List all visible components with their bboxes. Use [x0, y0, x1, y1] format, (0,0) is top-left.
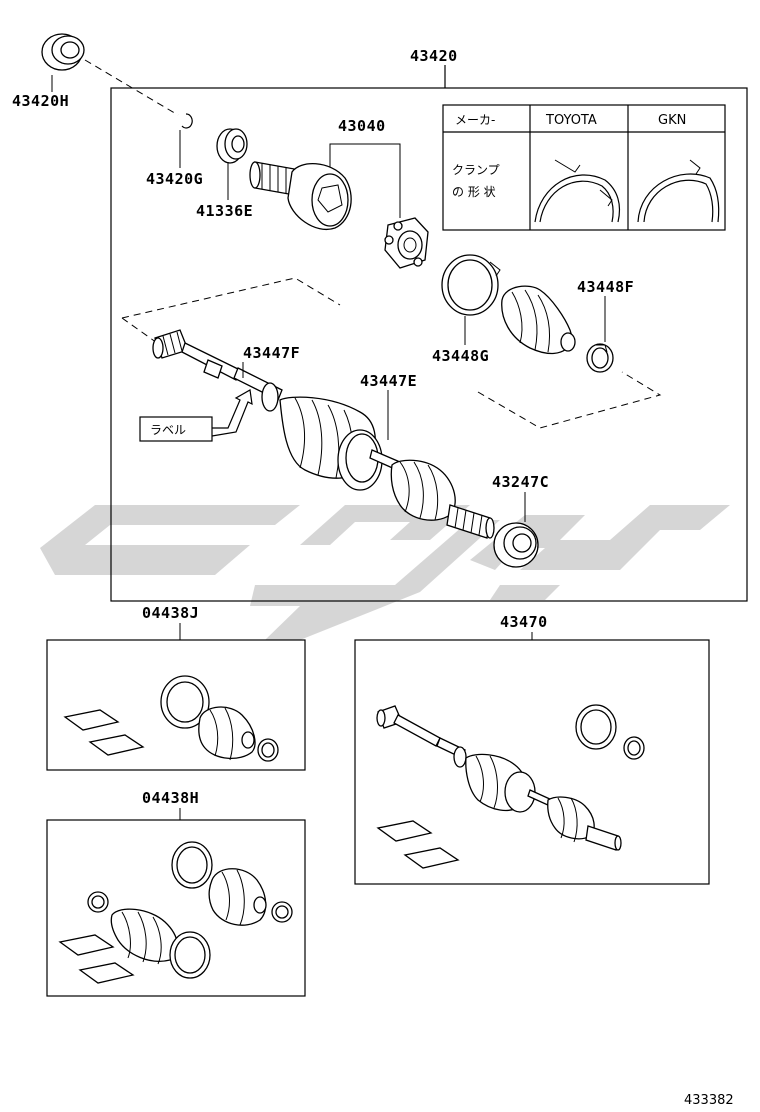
boot-inner: [501, 285, 576, 355]
label-43420G: 43420G: [146, 170, 203, 188]
kit-box-43470: [354, 639, 710, 885]
label-43040: 43040: [338, 117, 386, 135]
table-header-toyota: TOYOTA: [545, 113, 597, 128]
figure-id: 433382: [684, 1093, 734, 1108]
table-header-gkn: GKN: [658, 113, 686, 128]
main-assembly-box: [110, 87, 748, 602]
toyota-clamp-sketch: [534, 174, 621, 223]
label-43448G: 43448G: [432, 347, 489, 365]
kit-04438J-parts: [63, 675, 279, 762]
callout-label-text: ラベル: [150, 423, 186, 437]
label-43420H: 43420H: [12, 92, 69, 110]
label-04438H: 04438H: [142, 789, 199, 807]
label-43420: 43420: [410, 47, 458, 65]
gkn-clamp-sketch: [637, 173, 720, 223]
kit-box-04438H: [46, 819, 306, 997]
table-header-maker: メーカ-: [455, 113, 495, 127]
kit-box-04438J: [46, 639, 306, 771]
label-43470: 43470: [500, 613, 548, 631]
seal-43247C: [493, 522, 539, 568]
table-row-label-1: クランプ: [452, 163, 500, 177]
shaft-assembly: [152, 329, 495, 539]
watermark-logo: [40, 505, 730, 640]
clamp-table: メーカ- TOYOTA GKN クランプ の 形 状: [442, 104, 726, 231]
outer-joint-43040: [249, 161, 352, 231]
seal-43420H: [41, 33, 85, 71]
label-43247C: 43247C: [492, 473, 549, 491]
clamp-43448F: [586, 343, 614, 373]
label-43447E: 43447E: [360, 372, 417, 390]
inner-race: [384, 217, 429, 269]
clamp-43448G: [441, 254, 501, 316]
label-43447F: 43447F: [243, 344, 300, 362]
kit-04438H-parts: [58, 841, 293, 984]
label-41336E: 41336E: [196, 202, 253, 220]
snap-ring-43420G: [181, 113, 193, 129]
ring-41336E: [216, 128, 248, 164]
label-callout: ラベル: [139, 389, 253, 442]
table-row-label-2: の 形 状: [452, 185, 496, 199]
kit-43470-parts: [376, 704, 645, 869]
label-04438J: 04438J: [142, 604, 199, 622]
label-43448F: 43448F: [577, 278, 634, 296]
